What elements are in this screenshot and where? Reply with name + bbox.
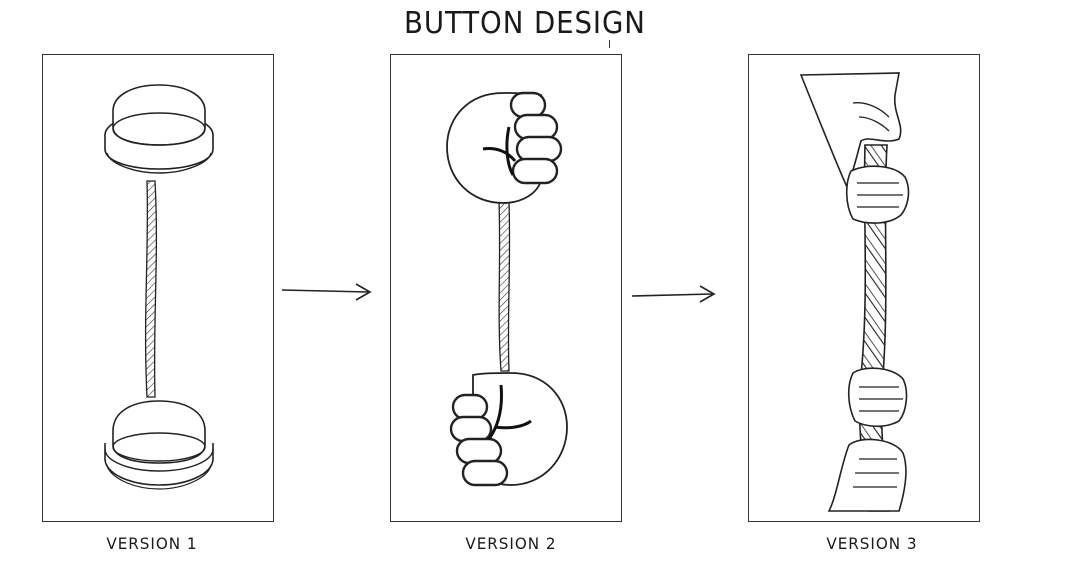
top-button[interactable] <box>104 84 214 174</box>
version-2-panel <box>390 54 622 522</box>
version-3-sketch <box>799 72 910 512</box>
version-3-panel <box>748 54 980 522</box>
bottom-button[interactable] <box>104 400 214 490</box>
page-title: BUTTON DESIGN <box>404 6 646 41</box>
rope <box>498 200 511 372</box>
top-hand[interactable] <box>799 72 902 189</box>
rope <box>144 180 158 398</box>
version-1-panel <box>42 54 274 522</box>
bottom-hand[interactable] <box>827 438 907 512</box>
version-1-sketch <box>104 84 214 490</box>
version-1-label: VERSION 1 <box>106 534 198 553</box>
pen-mark <box>609 40 610 48</box>
lower-grip-hand[interactable] <box>847 367 908 428</box>
version-3-label: VERSION 3 <box>826 534 918 553</box>
bottom-fist[interactable] <box>449 372 568 487</box>
top-fist[interactable] <box>446 91 563 204</box>
version-2-sketch <box>446 91 568 487</box>
version-2-label: VERSION 2 <box>465 534 557 553</box>
upper-grip-hand[interactable] <box>845 165 910 224</box>
